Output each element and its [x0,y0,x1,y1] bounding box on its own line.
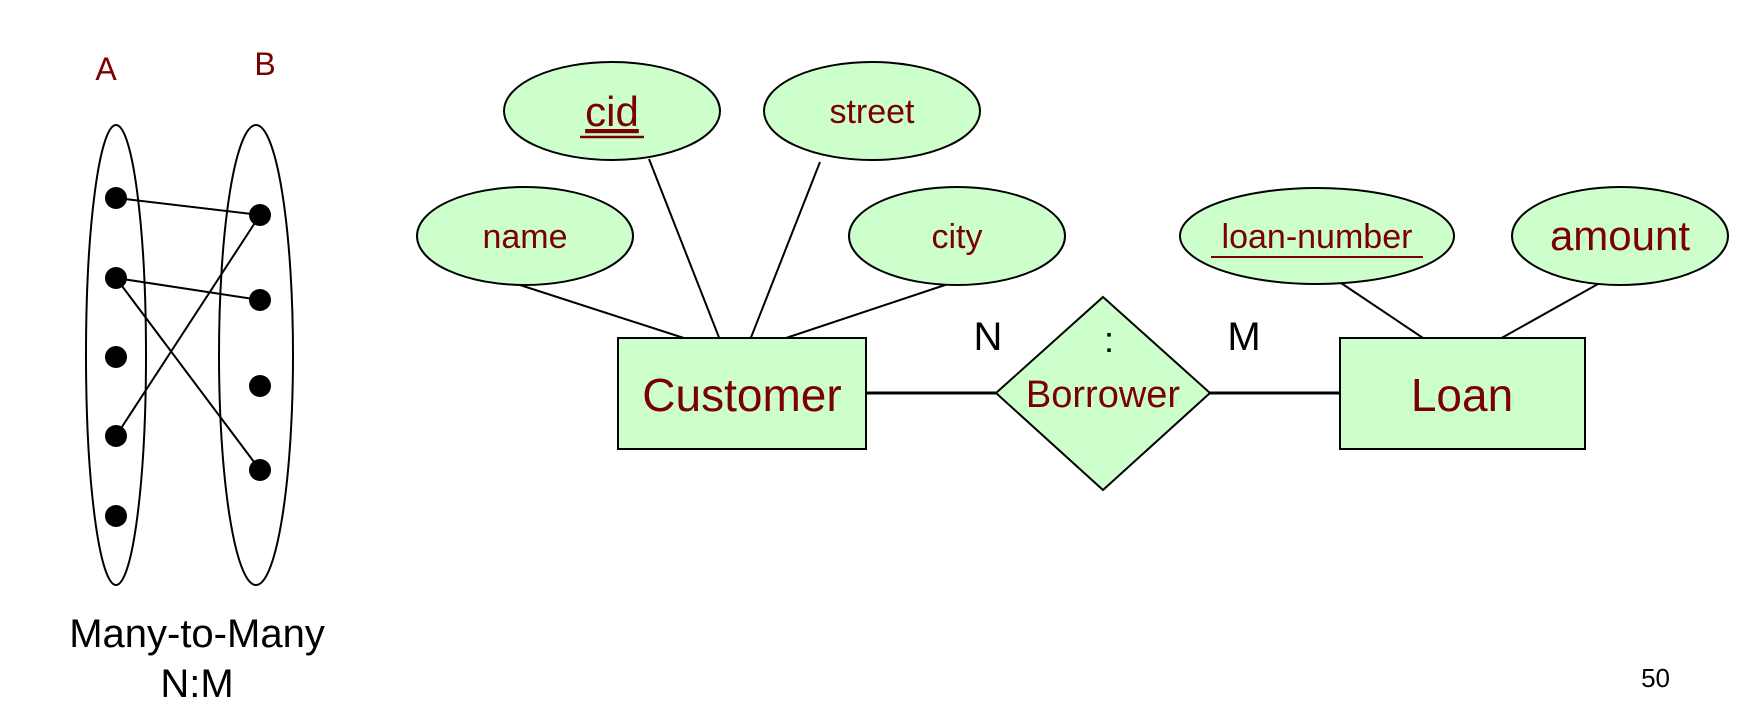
attribute-city: city [848,186,1066,286]
entity-loan: Loan [1339,337,1586,450]
set-b-point [249,289,271,311]
mapping-illustration: A B Many-to-Many N:M [69,46,325,706]
entity-rect [617,337,867,450]
attribute-ellipse [1511,186,1729,286]
attribute-connector [648,158,721,341]
mapping-line [115,197,261,216]
relationship-borrower-label: Borrower [1026,374,1180,416]
attribute-connector [749,161,821,341]
attribute-connector [779,283,949,341]
entity-customer: Customer [617,337,867,450]
set-a-point [105,267,127,289]
attribute-street-label: street [829,93,915,131]
attribute-street: street [763,61,981,161]
mapping-caption-title: Many-to-Many [69,612,325,656]
entity-customer-label: Customer [642,369,841,421]
attribute-ellipse [503,61,721,161]
entity-loan-label: Loan [1411,369,1513,421]
attribute-amount-label: amount [1550,212,1690,259]
attribute-name: name [416,186,634,286]
attribute-loan-number: loan-number [1179,187,1455,285]
set-a-ellipse [85,124,147,586]
set-a-label: A [95,51,117,87]
attribute-connector [519,284,691,341]
attribute-cid-label: cid [585,88,639,135]
mapping-line [115,214,261,437]
set-b-point [249,204,271,226]
attribute-ellipse [763,61,981,161]
attribute-amount: amount [1511,186,1729,286]
attribute-ellipse [416,186,634,286]
attribute-ellipse [848,186,1066,286]
page-number: 50 [1641,663,1670,693]
cardinality-right: M [1227,315,1260,359]
attribute-ellipse [1179,187,1455,285]
relationship-colon: : [1104,319,1114,360]
cardinality-left: N [974,315,1003,359]
set-a-point [105,187,127,209]
er-diagram: cid street name city loan-number amount [416,61,1729,492]
set-a-point [105,346,127,368]
attribute-name-label: name [482,218,567,256]
set-b-point [249,459,271,481]
relationship-borrower: : Borrower [994,295,1212,492]
set-b-label: B [254,46,275,82]
entity-rect [1339,337,1586,450]
attribute-connector [1497,283,1599,341]
attribute-cid: cid [503,61,721,161]
attribute-city-label: city [932,218,983,256]
mapping-line [115,277,261,471]
relationship-diamond [994,295,1212,492]
attribute-loan-number-label: loan-number [1222,218,1413,256]
set-b-point [249,375,271,397]
set-b-ellipse [218,124,294,586]
mapping-caption-ratio: N:M [160,662,233,706]
mapping-line [115,277,261,301]
set-a-point [105,505,127,527]
attribute-connector [1340,282,1427,341]
set-a-point [105,425,127,447]
